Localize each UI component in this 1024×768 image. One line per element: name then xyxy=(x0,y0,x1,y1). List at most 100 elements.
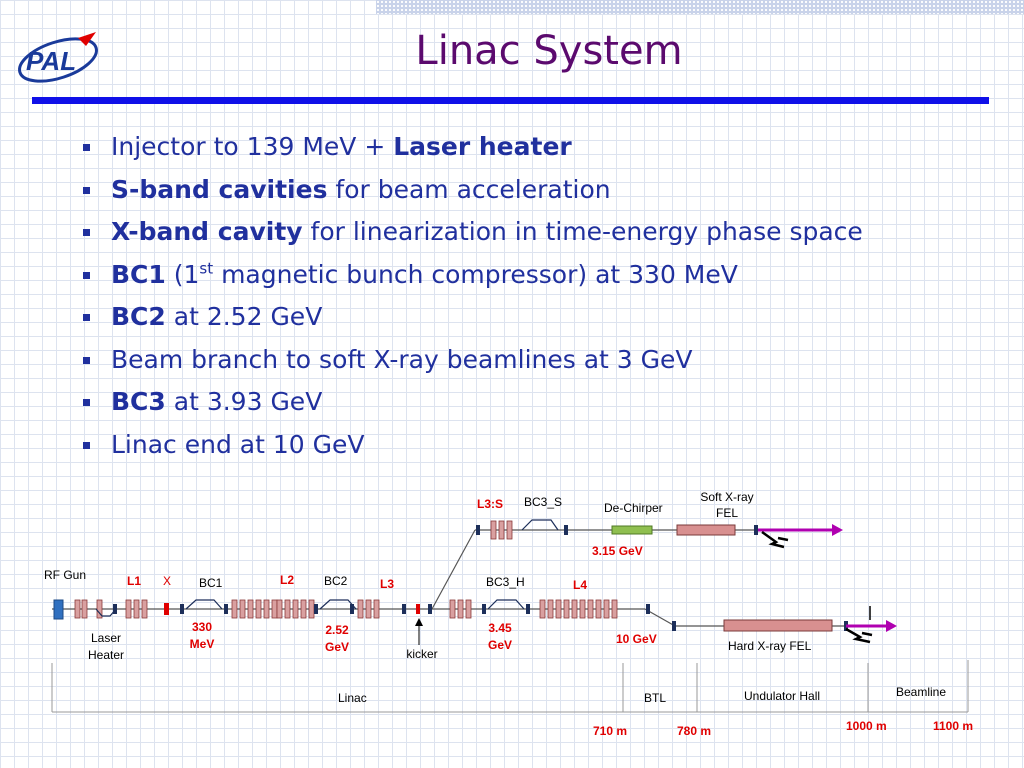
bc3h-label: BC3_H xyxy=(486,575,525,589)
hard-xray-undulator xyxy=(723,619,833,632)
page-title: Linac System xyxy=(415,28,683,74)
accelerating-cavity xyxy=(490,520,497,540)
quadrupole-magnet xyxy=(526,604,530,614)
distance-710-label: 710 m xyxy=(593,724,627,738)
accelerating-cavity xyxy=(284,599,291,619)
soft-xray-arrow-head xyxy=(832,524,843,536)
x-band-label: X xyxy=(163,574,171,588)
quadrupole-magnet xyxy=(314,604,318,614)
section-beamline-label: Beamline xyxy=(896,685,946,699)
quadrupole-magnet xyxy=(482,604,486,614)
accelerating-cavity xyxy=(555,599,562,619)
bc2-label: BC2 xyxy=(324,574,348,588)
e252-label-2: GeV xyxy=(325,640,349,654)
quadrupole-magnet xyxy=(180,604,184,614)
bullet-item: Injector to 139 MeV + Laser heater xyxy=(80,126,863,169)
accelerating-cavity xyxy=(563,599,570,619)
accelerating-cavity xyxy=(81,599,88,619)
accelerating-cavity xyxy=(271,599,278,619)
bullet-item: Linac end at 10 GeV xyxy=(80,424,863,467)
pal-logo: PAL xyxy=(18,32,98,83)
accelerating-cavity xyxy=(247,599,254,619)
l2-label: L2 xyxy=(280,573,294,587)
rf-gun-block xyxy=(53,599,64,620)
e10-label: 10 GeV xyxy=(616,632,657,646)
distance-1000-label: 1000 m xyxy=(846,719,887,733)
soft-fel-label-1: Soft X-ray xyxy=(700,490,753,504)
accelerating-cavity xyxy=(308,599,315,619)
logo-text: PAL xyxy=(26,46,76,76)
accelerating-cavity xyxy=(300,599,307,619)
accelerating-cavity xyxy=(239,599,246,619)
bullet-item: BC2 at 2.52 GeV xyxy=(80,296,863,339)
accelerating-cavity xyxy=(449,599,456,619)
accelerating-cavity xyxy=(292,599,299,619)
quadrupole-magnet xyxy=(224,604,228,614)
title-divider xyxy=(32,97,989,104)
accelerating-cavity xyxy=(231,599,238,619)
section-btl-label: BTL xyxy=(644,691,666,705)
accelerating-cavity xyxy=(506,520,513,540)
l3-label: L3 xyxy=(380,577,394,591)
bc2-chicane xyxy=(319,599,357,610)
e252-label-1: 2.52 xyxy=(325,623,349,637)
accelerating-cavity xyxy=(611,599,618,619)
accelerating-cavity xyxy=(133,599,140,619)
laser-heater-chicane xyxy=(95,608,117,617)
soft-energy-label: 3.15 GeV xyxy=(592,544,643,558)
x-band-cavity xyxy=(164,603,169,615)
laser-heater-label-2: Heater xyxy=(88,648,124,662)
l3s-label: L3:S xyxy=(477,497,503,511)
bullet-item: S-band cavities for beam acceleration xyxy=(80,169,863,212)
e345-label-1: 3.45 xyxy=(488,621,512,635)
accelerating-cavity xyxy=(587,599,594,619)
quad-group xyxy=(113,525,848,631)
bc3s-label: BC3_S xyxy=(524,495,562,509)
quadrupole-magnet xyxy=(672,621,676,631)
distance-1100-label: 1100 m xyxy=(933,719,973,733)
bullet-item: BC3 at 3.93 GeV xyxy=(80,381,863,424)
bc1-chicane xyxy=(185,599,223,610)
accelerating-cavity xyxy=(365,599,372,619)
quadrupole-magnet xyxy=(564,525,568,535)
bc3h-chicane xyxy=(487,599,525,610)
accelerating-cavity xyxy=(255,599,262,619)
e330-label-2: MeV xyxy=(190,637,215,651)
quadrupole-magnet xyxy=(113,604,117,614)
accelerating-cavity xyxy=(457,599,464,619)
kicker-label: kicker xyxy=(406,647,437,661)
hard-fel-label: Hard X-ray FEL xyxy=(728,639,812,653)
section-brackets xyxy=(51,660,969,713)
de-chirper-label: De-Chirper xyxy=(604,501,663,515)
e330-label-1: 330 xyxy=(192,620,212,634)
linac-diagram: RF Gun L1 X BC1 L2 BC2 L3 BC3_H L4 L3:S … xyxy=(44,490,973,738)
quadrupole-magnet xyxy=(428,604,432,614)
section-linac-label: Linac xyxy=(338,691,367,705)
quadrupole-magnet xyxy=(646,604,650,614)
soft-beam-dump xyxy=(761,530,789,549)
accelerating-cavity xyxy=(595,599,602,619)
top-decorative-strip xyxy=(376,0,1024,14)
laser-heater-label-1: Laser xyxy=(91,631,121,645)
bullet-item: X-band cavity for linearization in time-… xyxy=(80,211,863,254)
soft-xray-undulator xyxy=(676,524,736,536)
accelerating-cavity xyxy=(571,599,578,619)
hard-beam-dump xyxy=(845,627,873,644)
accelerating-cavity xyxy=(465,599,472,619)
soft-fel-label-2: FEL xyxy=(716,506,738,520)
bc3s-chicane xyxy=(521,519,559,531)
accelerating-cavity xyxy=(539,599,546,619)
accelerating-cavity xyxy=(373,599,380,619)
accelerating-cavity xyxy=(579,599,586,619)
distance-780-label: 780 m xyxy=(677,724,711,738)
bullet-item: BC1 (1st magnetic bunch compressor) at 3… xyxy=(80,254,863,297)
quadrupole-magnet xyxy=(402,604,406,614)
accelerating-cavity xyxy=(125,599,132,619)
accelerating-cavity xyxy=(276,599,283,619)
bullet-item: Beam branch to soft X-ray beamlines at 3… xyxy=(80,339,863,382)
accelerating-cavity xyxy=(357,599,364,619)
cavity-group xyxy=(74,520,618,619)
quadrupole-magnet xyxy=(754,525,758,535)
rf-gun-label: RF Gun xyxy=(44,568,86,582)
